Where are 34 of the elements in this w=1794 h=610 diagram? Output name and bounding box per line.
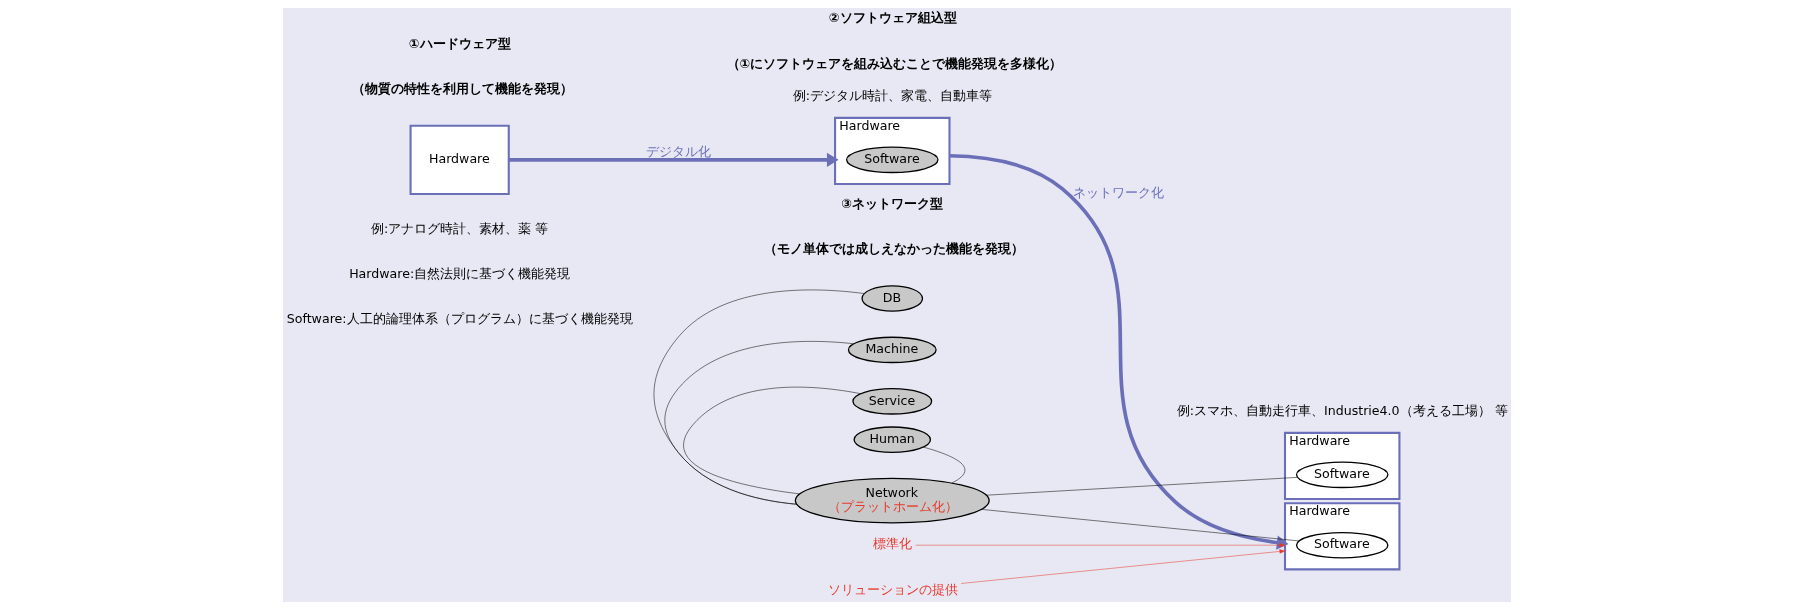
label: （物質の特性を利用して機能を発現） — [351, 80, 573, 96]
edge-label: ネットワーク化 — [1073, 184, 1165, 200]
node-label: 例:アナログ時計、素材、薬 等 — [371, 220, 549, 236]
node-label: 例:デジタル時計、家電、自動車等 — [792, 88, 992, 104]
label: ①ハードウェア型 — [409, 35, 511, 51]
arrow — [915, 543, 1286, 548]
connector — [981, 509, 1300, 542]
connector — [664, 341, 855, 505]
connector — [683, 386, 862, 495]
node-box: Hardware — [409, 124, 510, 195]
arrow — [960, 549, 1286, 584]
label: （①にソフトウェアを組み込むことで機能発現を多様化） — [726, 55, 1063, 71]
arrow — [949, 153, 1289, 550]
node-ellipse: Machine — [847, 336, 937, 364]
label: ③ネットワーク型 — [841, 195, 944, 211]
label: （モノ単体では成しえなかった機能を発現） — [763, 240, 1024, 256]
connector — [653, 289, 865, 505]
label: Hardware:自然法則に基づく機能発現 — [349, 266, 571, 282]
connector — [986, 477, 1298, 496]
node-ellipse: Service — [852, 388, 933, 415]
node-ellipse: Software — [1295, 461, 1389, 489]
node-ellipse: Software — [1295, 531, 1389, 559]
label: Software:人工的論理体系（プログラム）に基づく機能発現 — [286, 311, 633, 327]
label: 例:スマホ、自動走行車、Industrie4.0（考える工場） 等 — [1176, 403, 1508, 419]
node-text: ソリューションの提供 — [827, 581, 958, 597]
node-ellipse: Software — [845, 146, 939, 174]
node-ellipse: Human — [853, 426, 932, 453]
arrow — [508, 152, 839, 167]
node-text: 標準化 — [873, 536, 913, 552]
label: ②ソフトウェア組込型 — [829, 10, 957, 26]
connector — [923, 446, 966, 484]
edge-label: デジタル化 — [645, 144, 711, 160]
node-ellipse: Network （プラットホーム化） — [794, 477, 990, 524]
node-ellipse: DB — [861, 285, 924, 312]
